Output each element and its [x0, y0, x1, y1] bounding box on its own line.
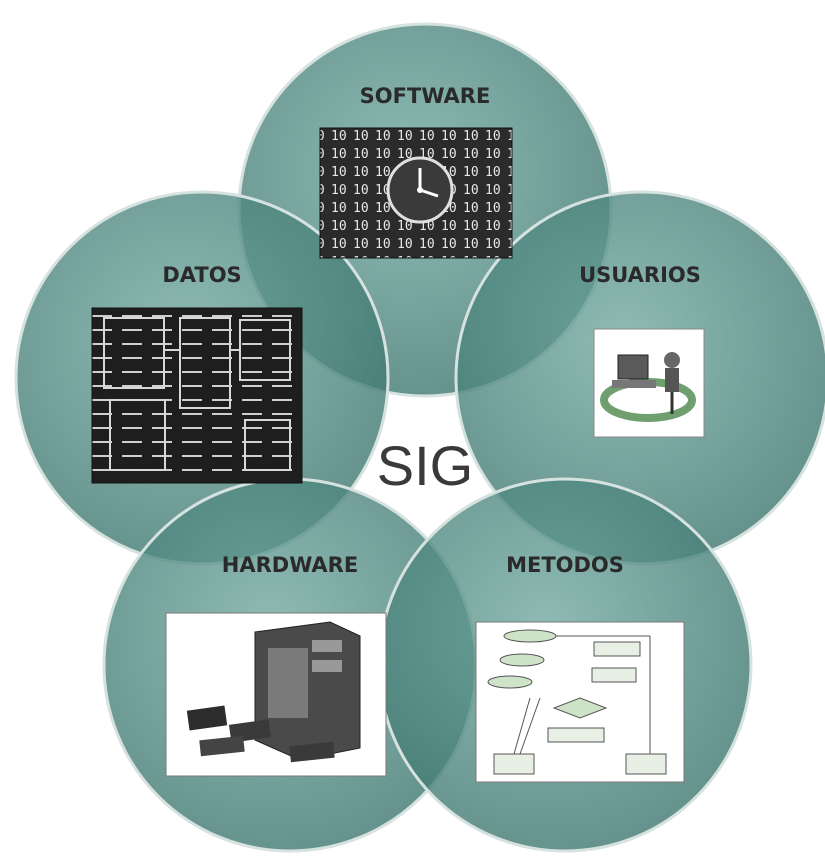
label-datos: DATOS [162, 263, 241, 287]
center-label: SIG [377, 434, 473, 497]
label-software: SOFTWARE [360, 84, 491, 108]
label-metodos: METODOS [506, 553, 624, 577]
user-at-computer-icon [593, 328, 705, 438]
database-tables-icon [91, 307, 303, 484]
label-usuarios: USUARIOS [579, 263, 701, 287]
binary-code-clock-icon [319, 127, 513, 259]
flowchart-icon [475, 621, 685, 783]
label-hardware: HARDWARE [222, 553, 358, 577]
computer-tower-components-icon [165, 612, 387, 777]
